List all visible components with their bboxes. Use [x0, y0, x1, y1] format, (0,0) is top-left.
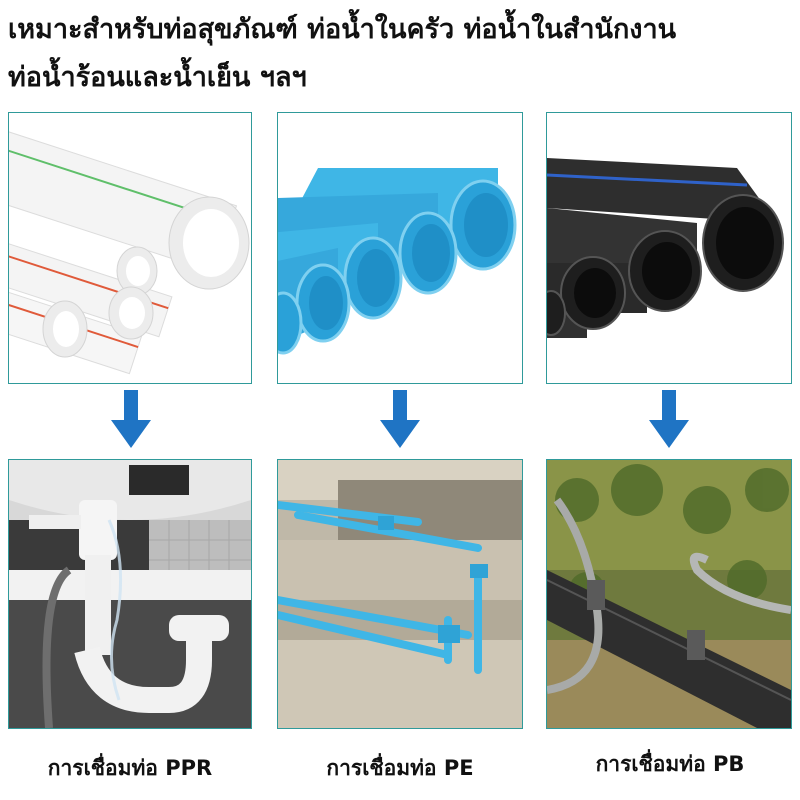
- pb-installation-photo: [546, 459, 792, 729]
- down-arrow-icon: [111, 390, 151, 448]
- caption-pe: การเชื่อมท่อ PE: [326, 756, 474, 780]
- headline-line-1: เหมาะสำหรับท่อสุขภัณฑ์ ท่อน้ำในครัว ท่อน…: [8, 14, 677, 45]
- headline-line-2: ท่อน้ำร้อนและน้ำเย็น ฯลฯ: [8, 62, 307, 93]
- headline: เหมาะสำหรับท่อสุขภัณฑ์ ท่อน้ำในครัว ท่อน…: [8, 6, 798, 102]
- pe-pipes-photo: [277, 112, 523, 384]
- down-arrow-icon: [649, 390, 689, 448]
- pb-pipes-photo: [546, 112, 792, 384]
- sink-drain-photo: [8, 459, 252, 729]
- down-arrow-icon: [380, 390, 420, 448]
- ppr-pipes-photo: [8, 112, 252, 384]
- caption-ppr: การเชื่อมท่อ PPR: [47, 756, 213, 780]
- pe-installation-photo: [277, 459, 523, 729]
- caption-pb: การเชื่อมท่อ PB: [595, 752, 745, 776]
